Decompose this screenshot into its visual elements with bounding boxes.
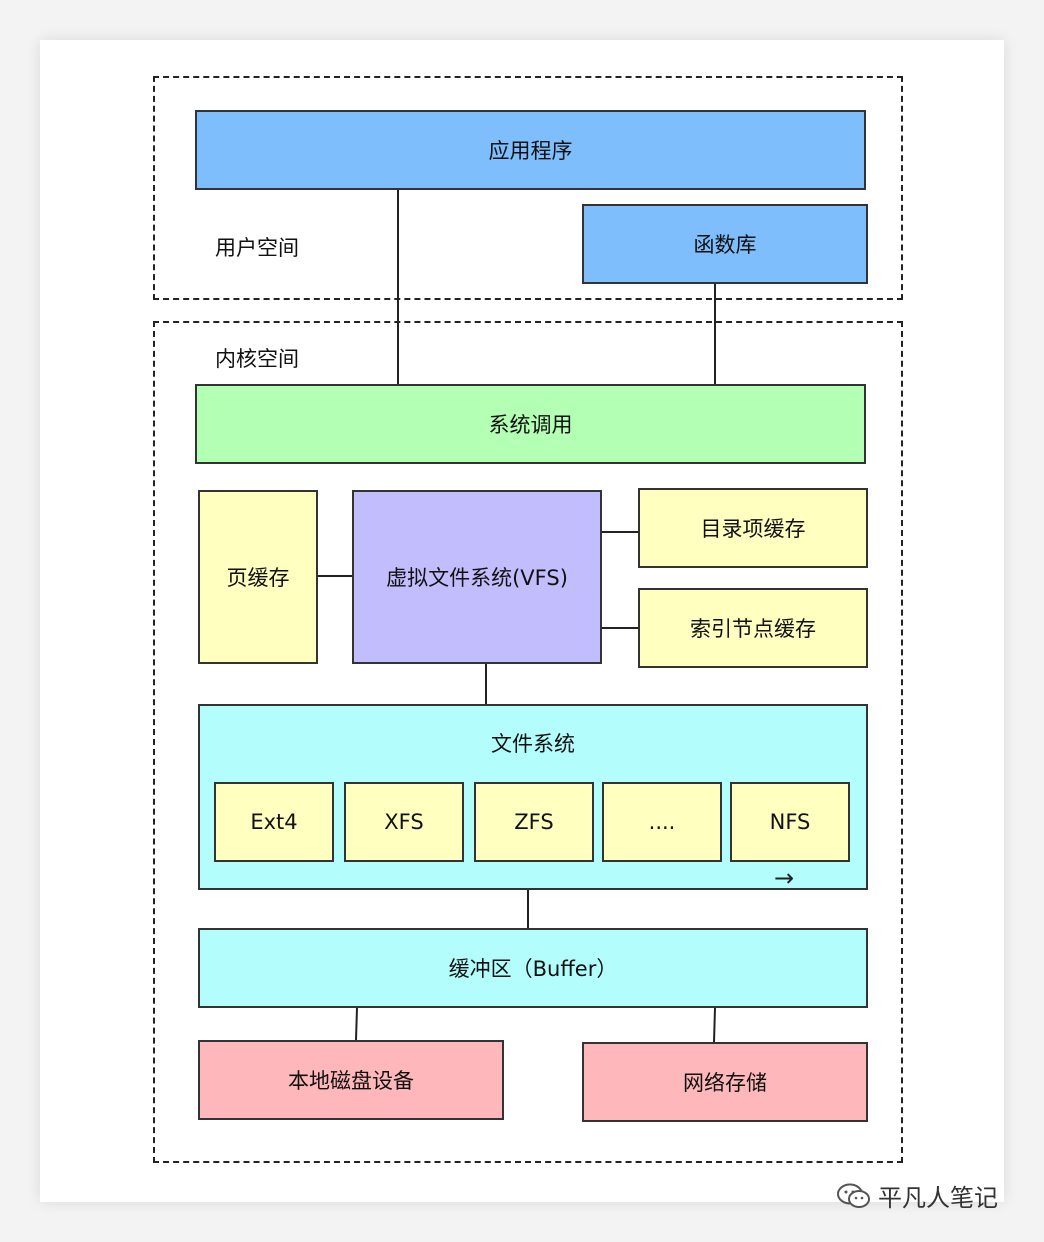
syscall-box: 系统调用: [195, 384, 866, 464]
right-arrow-icon: →: [774, 864, 795, 892]
vfs-box: 虚拟文件系统(VFS): [352, 490, 602, 664]
user-space-region: [153, 76, 903, 300]
dentry-cache-box: 目录项缓存: [638, 488, 868, 568]
fs-ext4-box: Ext4: [214, 782, 334, 862]
local-disk-box: 本地磁盘设备: [198, 1040, 504, 1120]
network-storage-box: 网络存储: [582, 1042, 868, 1122]
kernel-space-label: 内核空间: [215, 347, 299, 371]
watermark-text: 平凡人笔记: [878, 1184, 998, 1212]
page-cache-box: 页缓存: [198, 490, 318, 664]
buffer-box: 缓冲区（Buffer）: [198, 928, 868, 1008]
watermark: 平凡人笔记: [836, 1178, 998, 1213]
user-space-label: 用户空间: [215, 236, 299, 260]
fs-xfs-box: XFS: [344, 782, 464, 862]
fs-zfs-box: ZFS: [474, 782, 594, 862]
kernel-space-region: [153, 321, 903, 1163]
fs-nfs-box: NFS: [730, 782, 850, 862]
wechat-icon: [837, 1183, 870, 1208]
library-box: 函数库: [582, 204, 868, 284]
inode-cache-box: 索引节点缓存: [638, 588, 868, 668]
application-box: 应用程序: [195, 110, 866, 190]
fs-more-box: ....: [602, 782, 722, 862]
